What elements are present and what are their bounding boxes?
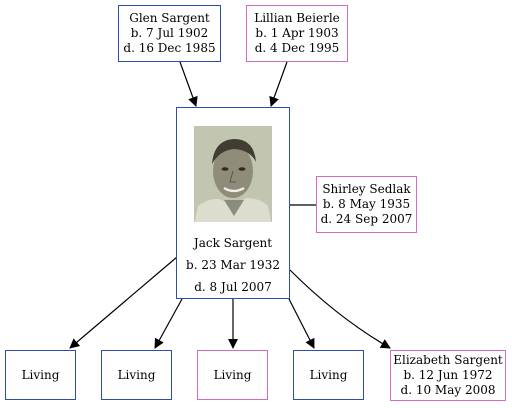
subject-photo <box>194 126 272 222</box>
person-name: Living <box>21 367 60 382</box>
person-name: Elizabeth Sargent <box>393 353 503 367</box>
person-name: Living <box>213 367 252 382</box>
birth-date: b. 12 Jun 1972 <box>403 368 493 382</box>
death-date: d. 8 Jul 2007 <box>194 280 272 294</box>
person-name: Living <box>117 367 156 382</box>
edge-mother-to-subject <box>269 61 288 107</box>
edge-father-to-subject <box>179 61 198 107</box>
person-name: Living <box>309 367 348 382</box>
birth-date: b. 1 Apr 1903 <box>255 26 339 40</box>
child-node-2[interactable]: Living <box>101 350 172 400</box>
death-date: d. 10 May 2008 <box>400 383 496 397</box>
edge-to-child-2 <box>154 298 183 349</box>
birth-date: b. 8 May 1935 <box>322 197 411 211</box>
spouse-node[interactable]: Shirley Sedlak b. 8 May 1935 d. 24 Sep 2… <box>316 176 417 233</box>
child-node-3[interactable]: Living <box>197 350 268 400</box>
child-node-1[interactable]: Living <box>5 350 76 400</box>
child-node-5[interactable]: Elizabeth Sargent b. 12 Jun 1972 d. 10 M… <box>390 350 506 401</box>
edge-to-child-4 <box>288 298 315 349</box>
death-date: d. 16 Dec 1985 <box>123 41 216 55</box>
mother-node[interactable]: Lillian Beierle b. 1 Apr 1903 d. 4 Dec 1… <box>246 5 348 62</box>
child-node-4[interactable]: Living <box>293 350 364 400</box>
person-name: Lillian Beierle <box>254 11 340 25</box>
edge-to-child-1 <box>69 256 178 349</box>
birth-date: b. 7 Jul 1902 <box>130 26 209 40</box>
portrait-image <box>194 126 272 222</box>
person-name: Jack Sargent <box>193 236 273 250</box>
birth-date: b. 23 Mar 1932 <box>186 258 280 272</box>
subject-node[interactable]: Jack Sargent b. 23 Mar 1932 d. 8 Jul 200… <box>176 107 290 299</box>
death-date: d. 24 Sep 2007 <box>320 212 413 226</box>
death-date: d. 4 Dec 1995 <box>254 41 340 55</box>
person-name: Shirley Sedlak <box>322 182 411 196</box>
edge-to-child-5 <box>289 269 391 349</box>
father-node[interactable]: Glen Sargent b. 7 Jul 1902 d. 16 Dec 198… <box>118 5 221 62</box>
person-name: Glen Sargent <box>129 11 210 25</box>
